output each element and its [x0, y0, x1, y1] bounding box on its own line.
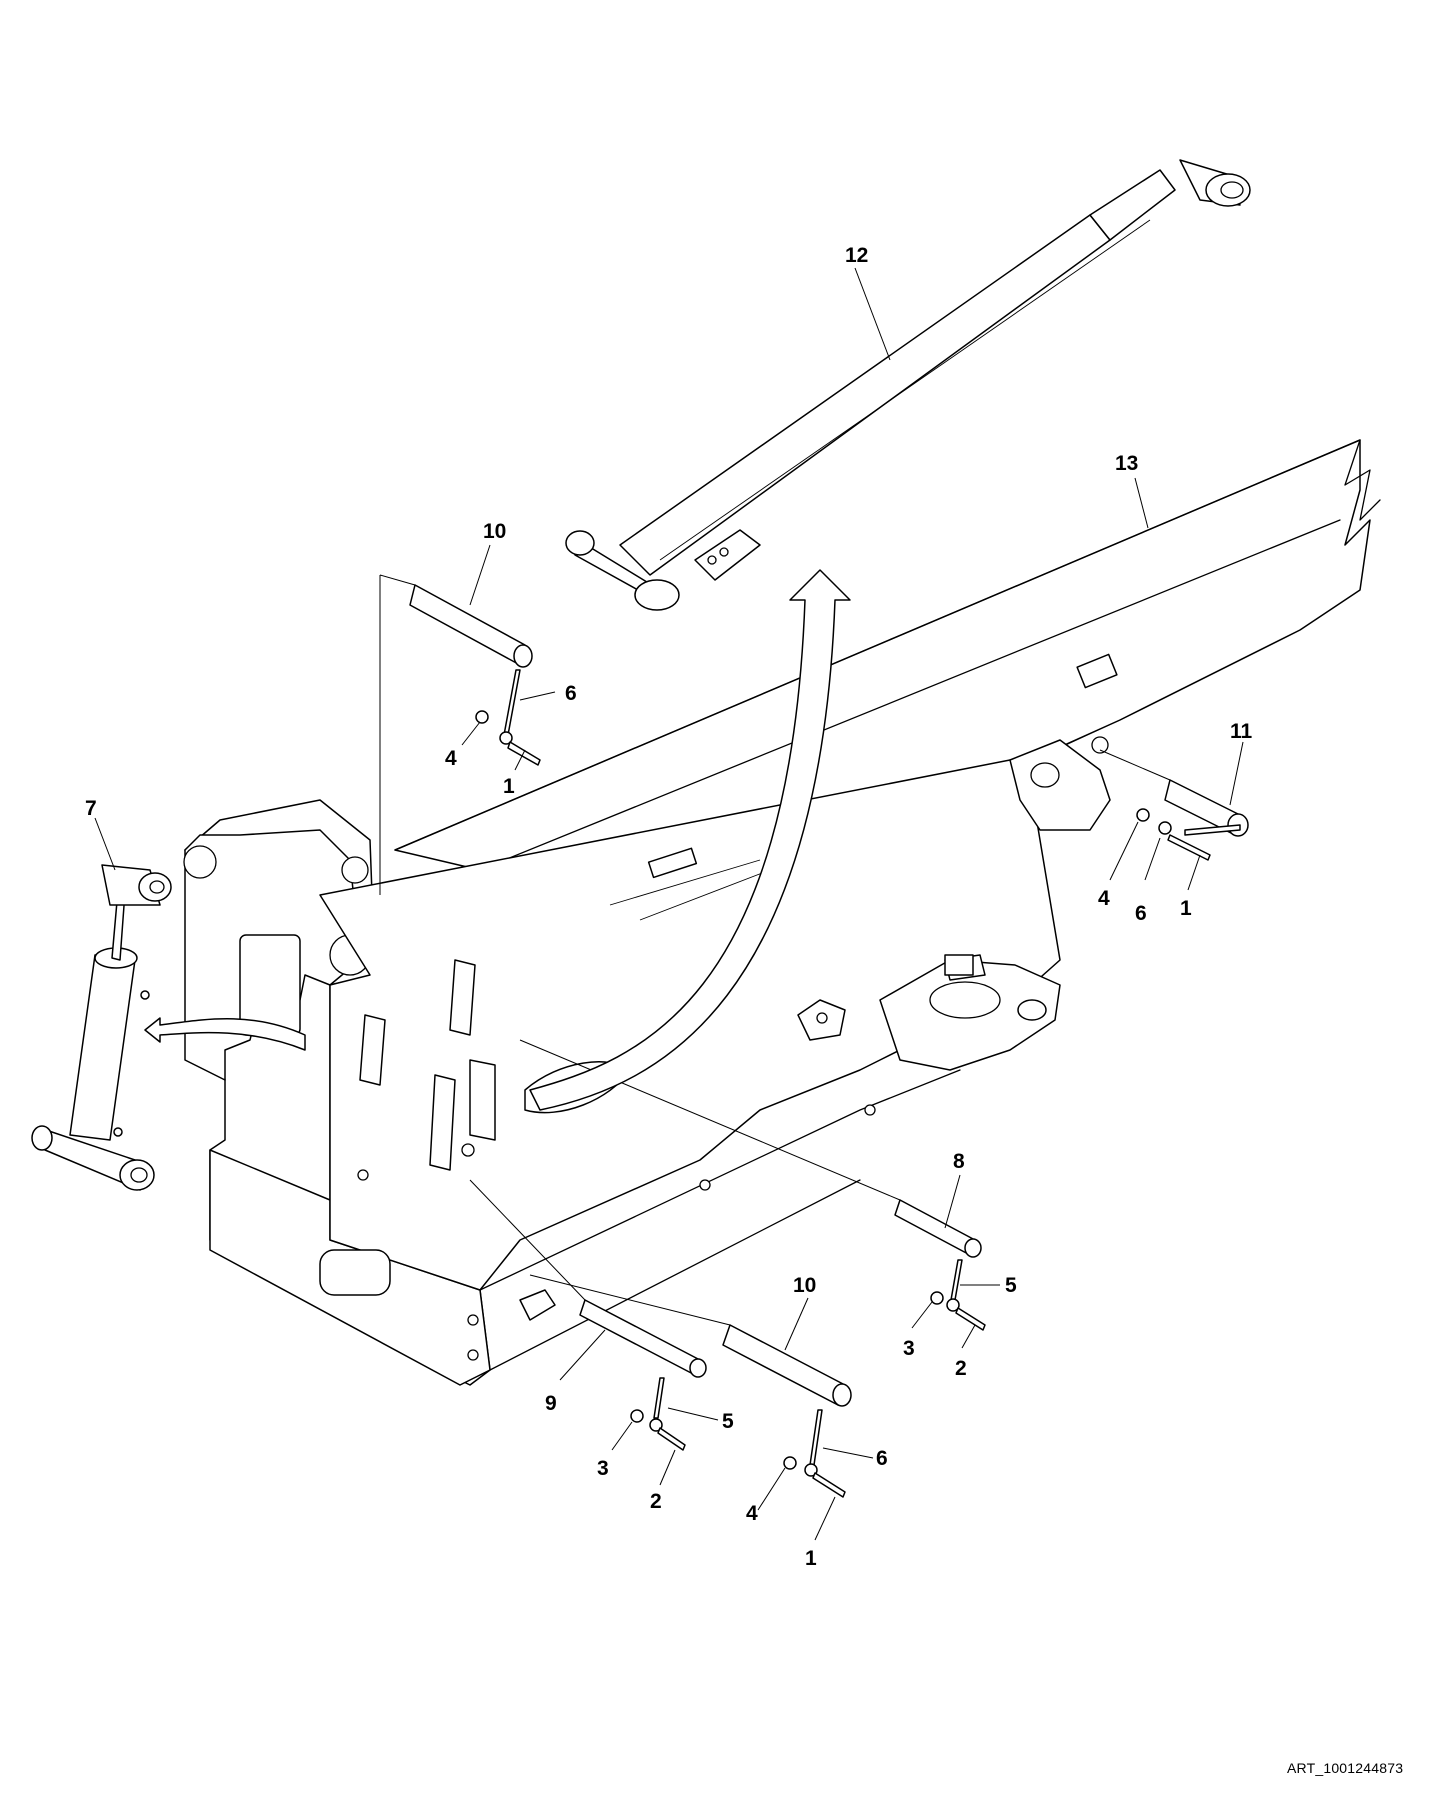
callout-8: 8	[953, 1150, 965, 1173]
callout-4-right: 4	[1098, 887, 1110, 910]
fastener-set-9	[630, 1377, 686, 1451]
fastener-set-right	[1136, 808, 1241, 861]
callout-4-top: 4	[445, 747, 457, 770]
callout-6-top: 6	[565, 682, 577, 705]
callout-5-right: 5	[1005, 1274, 1017, 1297]
pin-10-bottom	[722, 1324, 852, 1407]
callout-7: 7	[85, 797, 97, 820]
callout-1-bottom: 1	[805, 1547, 817, 1570]
pin-10-top	[409, 584, 533, 668]
callout-1-top: 1	[503, 775, 515, 798]
assembly-lines	[144, 569, 1171, 1326]
callout-10-top: 10	[483, 520, 506, 543]
pin-8	[894, 1199, 982, 1258]
callout-3-bottom: 3	[597, 1457, 609, 1480]
callout-6-right: 6	[1135, 902, 1147, 925]
callout-10-bottom: 10	[793, 1274, 816, 1297]
art-reference-id: ART_1001244873	[1287, 1760, 1404, 1776]
callout-leaders	[94, 267, 1244, 1541]
callout-4-bottom: 4	[746, 1502, 758, 1525]
callout-11: 11	[1230, 720, 1253, 743]
slave-cylinder	[31, 864, 172, 1191]
callout-13: 13	[1115, 452, 1138, 475]
callout-labels: 12 13 10 6 4 1 11 4 6 1 7 8 5 3 2 10 9 5…	[85, 244, 1253, 1570]
pin-9	[579, 1299, 707, 1378]
callout-12: 12	[845, 244, 868, 267]
fastener-set-10b	[783, 1409, 846, 1498]
fastener-set-8	[930, 1259, 986, 1331]
callout-2-bottom: 2	[650, 1490, 662, 1513]
callout-1-right: 1	[1180, 897, 1192, 920]
callout-5-bottom: 5	[722, 1410, 734, 1433]
boom-section	[394, 439, 1381, 956]
callout-9: 9	[545, 1392, 557, 1415]
callout-2-right: 2	[955, 1357, 967, 1380]
fastener-set-top	[475, 669, 541, 766]
callout-6-bottom: 6	[876, 1447, 888, 1470]
callout-3-right: 3	[903, 1337, 915, 1360]
lift-cylinder	[565, 159, 1251, 611]
